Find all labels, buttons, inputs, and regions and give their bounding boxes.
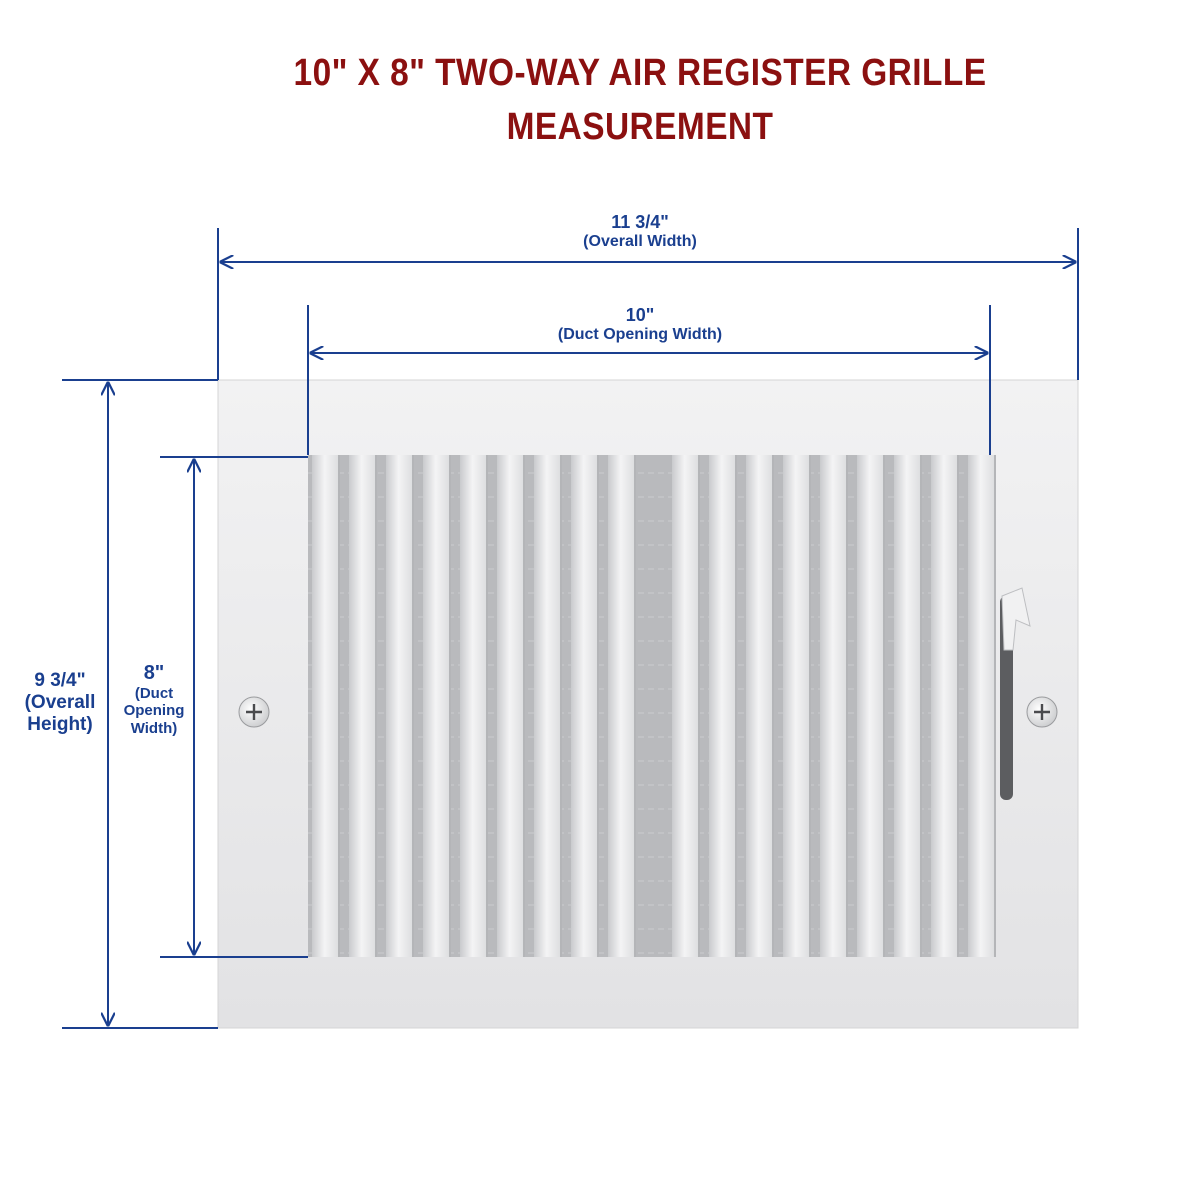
- louver-blade: [857, 455, 885, 957]
- overall-height-value: 9 3/4": [34, 670, 86, 691]
- screw-right: [1026, 696, 1058, 728]
- louver-blade: [608, 455, 636, 957]
- duct-width-caption: (Duct Opening Width): [557, 325, 723, 343]
- overall-width-caption: (Overall Width): [583, 232, 697, 250]
- screw-left: [238, 696, 270, 728]
- overall-width-value: 11 3/4": [611, 212, 669, 232]
- louver-blade: [672, 455, 700, 957]
- louver-blade: [534, 455, 562, 957]
- duct-width-value: 10": [625, 305, 655, 325]
- louver-blade: [709, 455, 737, 957]
- louver-blade: [386, 455, 414, 957]
- louver-blade: [746, 455, 774, 957]
- overall-height-caption-1: (Overall: [24, 691, 96, 713]
- louver-blade: [783, 455, 811, 957]
- duct-height-value: 8": [143, 662, 165, 684]
- damper-lever: [1000, 587, 1031, 800]
- louver-blade: [931, 455, 959, 957]
- louver-blade: [820, 455, 848, 957]
- duct-width-label: 10" (Duct Opening Width): [500, 305, 780, 344]
- duct-height-caption-2: Opening: [123, 702, 185, 720]
- duct-height-caption-1: (Duct: [134, 685, 174, 702]
- duct-height-label: 8" (Duct Opening Width): [108, 662, 200, 737]
- louver-blade: [571, 455, 599, 957]
- louver-blade: [312, 455, 340, 957]
- louver-blade: [894, 455, 922, 957]
- title-line-2: MEASUREMENT: [506, 106, 774, 148]
- louver-blade: [349, 455, 377, 957]
- overall-height-caption-2: Height): [27, 713, 93, 735]
- duct-height-caption-3: Width): [130, 719, 178, 737]
- overall-height-label: 9 3/4" (Overall Height): [10, 670, 110, 736]
- title-line-1: 10" X 8" TWO-WAY AIR REGISTER GRILLE: [293, 52, 987, 94]
- louver-blade: [968, 455, 996, 957]
- louver-blade: [460, 455, 488, 957]
- louver-blade: [423, 455, 451, 957]
- louver-blades: [308, 455, 996, 957]
- louver-blade: [497, 455, 525, 957]
- overall-width-label: 11 3/4" (Overall Width): [500, 212, 780, 251]
